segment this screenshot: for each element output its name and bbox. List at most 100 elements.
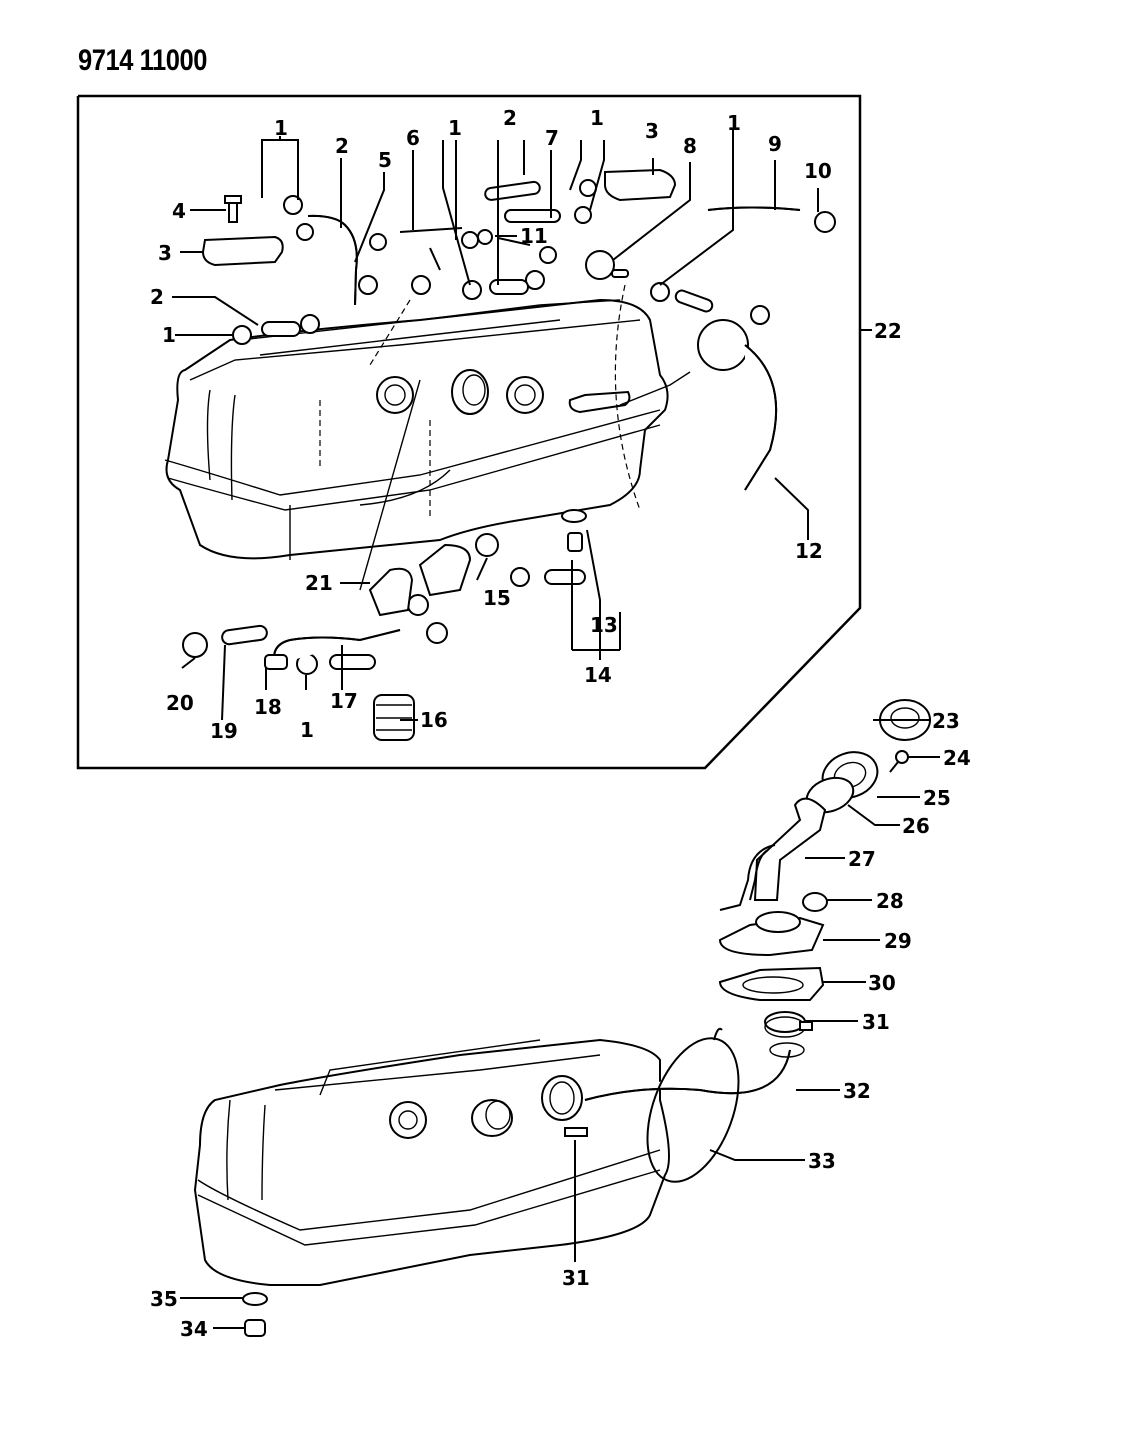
tank-port-center <box>451 369 489 415</box>
washer-13 <box>561 509 587 523</box>
callout-2: 2 <box>335 134 349 158</box>
clip-icon <box>462 280 482 300</box>
strap-33 <box>646 1037 740 1183</box>
clip-icon <box>574 179 597 224</box>
callout-17: 17 <box>330 689 358 713</box>
clip-icon <box>411 275 431 295</box>
clamp-18 <box>264 654 288 670</box>
callout-21: 21 <box>305 571 333 595</box>
canister-left <box>201 235 284 267</box>
callout-34: 34 <box>180 1317 208 1341</box>
callout-5: 5 <box>378 148 392 172</box>
plug-34 <box>244 1319 266 1337</box>
canister-right <box>604 168 677 202</box>
clip-icon <box>358 275 378 295</box>
hose-19 <box>221 624 268 646</box>
callout-13: 13 <box>590 613 618 637</box>
callout-2: 2 <box>150 285 164 309</box>
valve-8 <box>585 250 629 280</box>
callout-16: 16 <box>420 708 448 732</box>
callout-30: 30 <box>868 971 896 995</box>
tank-port-right <box>506 376 544 414</box>
callout-19: 19 <box>210 719 238 743</box>
callout-27: 27 <box>848 847 876 871</box>
clip-icon <box>650 282 670 302</box>
fuel-sender-unit <box>674 289 778 491</box>
hose-short <box>489 279 529 295</box>
fuel-filter-16 <box>373 694 415 741</box>
callout-25: 25 <box>923 786 951 810</box>
callout-labels: 1 2 5 6 1 2 7 1 3 8 1 9 10 11 4 3 2 1 22… <box>150 106 971 1341</box>
drain-plug-14 <box>567 532 583 552</box>
fuel-tank-lower <box>193 1038 670 1286</box>
tank-top-rail <box>239 299 621 341</box>
washer-35 <box>242 1292 268 1306</box>
callout-6: 6 <box>406 126 420 150</box>
grommet-15 <box>475 533 499 557</box>
callout-23: 23 <box>932 709 960 733</box>
clip-icon <box>232 314 320 345</box>
catalog-code: 9714 11000 <box>78 44 208 77</box>
tank-port-left <box>376 376 414 414</box>
assembly-frame <box>76 94 862 770</box>
filler-neck-27 <box>753 797 827 901</box>
callout-1: 1 <box>274 116 288 140</box>
plate-30 <box>718 966 825 1001</box>
clip-icon <box>369 233 387 251</box>
callout-12: 12 <box>795 539 823 563</box>
callout-15: 15 <box>483 586 511 610</box>
callout-7: 7 <box>545 126 559 150</box>
hose-short <box>261 321 301 337</box>
clip-icon <box>525 246 557 290</box>
callout-11: 11 <box>520 224 548 248</box>
clamp-icon <box>564 1127 588 1137</box>
callout-1: 1 <box>727 111 741 135</box>
clip-icon <box>461 229 493 249</box>
callout-8: 8 <box>683 134 697 158</box>
clip-parts <box>182 179 836 675</box>
callout-3: 3 <box>645 119 659 143</box>
leader-lines-upper <box>172 130 872 721</box>
tank-port-left <box>389 1101 427 1139</box>
callout-1: 1 <box>448 116 462 140</box>
callout-24: 24 <box>943 746 971 770</box>
callout-9: 9 <box>768 132 782 156</box>
fuel-tank-upper <box>164 298 691 560</box>
nut-28 <box>802 892 828 912</box>
callout-35: 35 <box>150 1287 178 1311</box>
tank-tube-fitting <box>568 390 631 414</box>
callout-32: 32 <box>843 1079 871 1103</box>
callout-26: 26 <box>902 814 930 838</box>
filler-assembly <box>718 699 940 1038</box>
callout-1: 1 <box>162 323 176 347</box>
hose-short <box>544 569 586 585</box>
callout-29: 29 <box>884 929 912 953</box>
callout-4: 4 <box>172 199 186 223</box>
callout-3: 3 <box>158 241 172 265</box>
clip-icon <box>814 211 836 233</box>
screw-24 <box>889 750 909 773</box>
callout-1: 1 <box>300 718 314 742</box>
callout-28: 28 <box>876 889 904 913</box>
clip-icon <box>510 567 530 587</box>
callout-1: 1 <box>590 106 604 130</box>
callout-33: 33 <box>808 1149 836 1173</box>
clip-icon <box>407 594 448 644</box>
callout-31: 31 <box>562 1266 590 1290</box>
callout-10: 10 <box>804 159 832 183</box>
callout-20: 20 <box>166 691 194 715</box>
callout-18: 18 <box>254 695 282 719</box>
clip-icon <box>182 632 208 658</box>
hose-short <box>329 654 376 670</box>
callout-31: 31 <box>862 1010 890 1034</box>
gasket-21 <box>368 543 472 617</box>
tank-port-center <box>471 1099 513 1137</box>
callout-22: 22 <box>874 319 902 343</box>
tank-port-right <box>541 1075 583 1121</box>
hose-clamp-31 <box>764 1011 813 1038</box>
hose-7 <box>504 209 561 223</box>
callout-2: 2 <box>503 106 517 130</box>
callout-14: 14 <box>584 663 612 687</box>
bolt-icon <box>224 195 242 223</box>
